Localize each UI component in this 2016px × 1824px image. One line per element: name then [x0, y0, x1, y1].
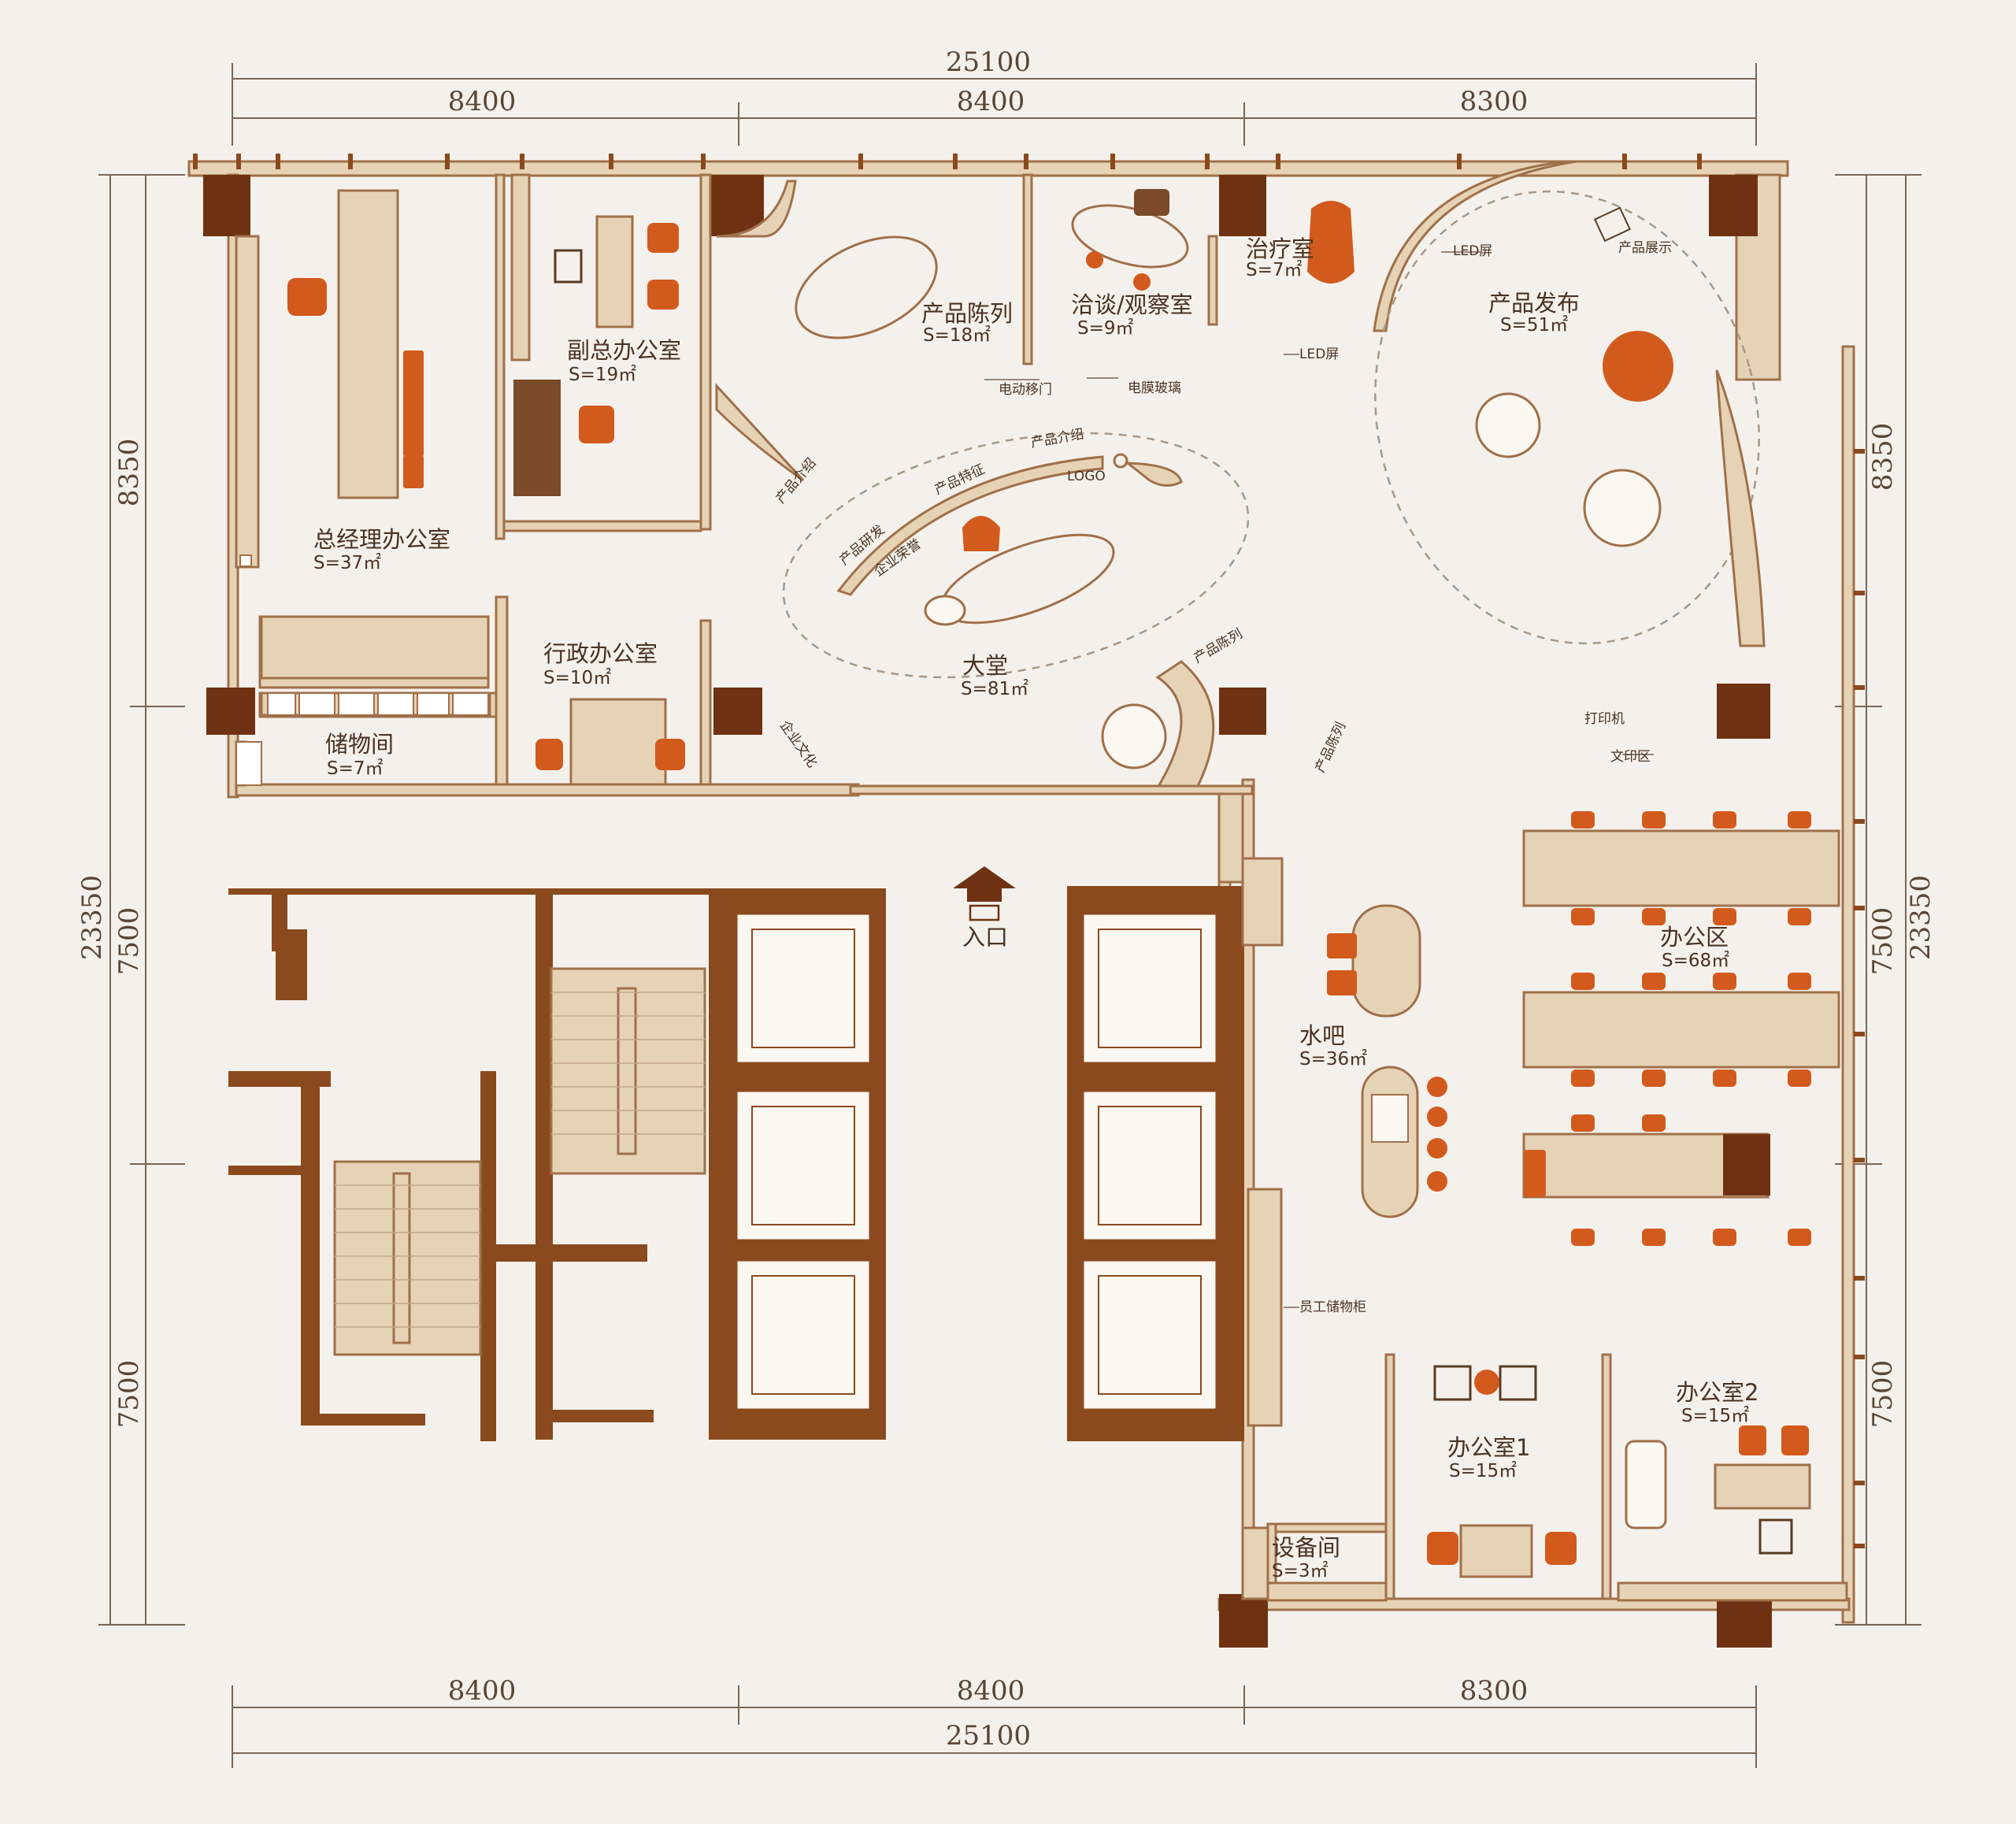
- dim-top-seg-3: 8300: [1460, 86, 1529, 117]
- admin-office-area: S=10㎡: [543, 668, 611, 688]
- product-show-label: 产品展示: [1618, 240, 1672, 256]
- gm-office-name: 总经理办公室: [313, 526, 450, 553]
- treatment-room-name: 治疗室: [1246, 235, 1314, 262]
- dim-left-total: 23350: [76, 875, 108, 960]
- printer-label: 打印机: [1584, 711, 1625, 727]
- product-launch-name: 产品发布: [1488, 290, 1580, 317]
- office-area: [1522, 811, 1840, 1246]
- gm-office-area: S=37㎡: [313, 553, 381, 573]
- dim-left-seg-3: 7500: [113, 1360, 145, 1429]
- dimension-lines: [98, 63, 1922, 1768]
- dim-bottom-total: 25100: [946, 1720, 1031, 1752]
- structural-columns: [203, 175, 1772, 1648]
- deputy-office-area: S=19㎡: [569, 365, 636, 385]
- dim-left-seg-2: 7500: [113, 907, 145, 976]
- entrance-marker: [953, 866, 1016, 921]
- product-launch-area: S=51㎡: [1500, 315, 1568, 336]
- film-glass-label: 电膜玻璃: [1128, 380, 1181, 396]
- staff-lockers-label: 员工储物柜: [1299, 1299, 1366, 1315]
- dim-right-seg-2: 7500: [1867, 907, 1899, 976]
- product-display-label-1: 产品陈列: [1191, 626, 1246, 666]
- led-screen-label-2: LED屏: [1299, 347, 1339, 362]
- dim-top-seg-2: 8400: [957, 86, 1025, 117]
- dim-top-total: 25100: [946, 46, 1031, 78]
- lift-core-right: [1067, 857, 1284, 1441]
- print-area-label: 文印区: [1610, 749, 1651, 765]
- dim-right-total: 23350: [1905, 875, 1936, 960]
- product-intro-label-2: 产品介绍: [1029, 426, 1084, 451]
- storage-area: S=7㎡: [327, 758, 384, 779]
- deputy-office: [513, 215, 679, 496]
- annotations: [984, 251, 1654, 1308]
- office-2-area: S=15㎡: [1681, 1406, 1749, 1426]
- product-display-room: [715, 180, 938, 482]
- storage-name: 储物间: [325, 731, 394, 758]
- entrance-label: 入口: [962, 924, 1008, 951]
- office-1-area: S=15㎡: [1449, 1461, 1517, 1481]
- dim-left-seg-1: 8350: [113, 439, 145, 507]
- logo-label: LOGO: [1067, 469, 1106, 484]
- equipment-room: [1241, 1526, 1269, 1600]
- deputy-office-name: 副总办公室: [567, 337, 681, 364]
- office-area-name: 办公区: [1660, 924, 1729, 951]
- dim-right-seg-3: 7500: [1867, 1360, 1899, 1429]
- dim-top-seg-1: 8400: [448, 86, 517, 117]
- product-display-name: 产品陈列: [921, 300, 1013, 327]
- corporate-culture-label: 企业文化: [776, 717, 820, 770]
- office-2-name: 办公室2: [1676, 1379, 1758, 1406]
- meeting-room-name: 洽谈/观察室: [1071, 291, 1193, 318]
- equipment-room-name: 设备间: [1272, 1534, 1340, 1561]
- dim-bottom-seg-3: 8300: [1460, 1675, 1529, 1707]
- treatment-room-area: S=7㎡: [1246, 260, 1303, 280]
- admin-office-name: 行政办公室: [543, 640, 658, 667]
- office-1: [1427, 1365, 1577, 1578]
- lobby-name: 大堂: [962, 652, 1008, 679]
- gm-office: [235, 189, 491, 717]
- water-bar-name: 水吧: [1299, 1022, 1345, 1049]
- stair-core-left: [228, 888, 886, 1441]
- office-2: [1625, 1425, 1811, 1555]
- water-bar-area: S=36㎡: [1299, 1049, 1367, 1070]
- water-bar: [1327, 904, 1447, 1218]
- meeting-room-area: S=9㎡: [1077, 318, 1134, 339]
- office-1-name: 办公室1: [1447, 1434, 1530, 1461]
- product-display-area: S=18㎡: [923, 325, 991, 346]
- dim-right-seg-1: 8350: [1867, 423, 1899, 491]
- office-area-area: S=68㎡: [1662, 951, 1729, 971]
- lobby: [782, 432, 1254, 795]
- led-screen-label-1: LED屏: [1453, 243, 1492, 259]
- treatment-room: [1307, 201, 1354, 284]
- admin-office: [235, 698, 685, 786]
- electric-door-label: 电动移门: [999, 382, 1052, 398]
- meeting-room: [1071, 189, 1189, 291]
- dim-bottom-seg-2: 8400: [957, 1675, 1025, 1707]
- product-launch-area: [1373, 160, 1766, 647]
- equipment-room-area: S=3㎡: [1272, 1561, 1329, 1581]
- lobby-area: S=81㎡: [961, 679, 1028, 699]
- dim-bottom-seg-1: 8400: [448, 1675, 517, 1707]
- product-display-label-2: 产品陈列: [1312, 720, 1349, 775]
